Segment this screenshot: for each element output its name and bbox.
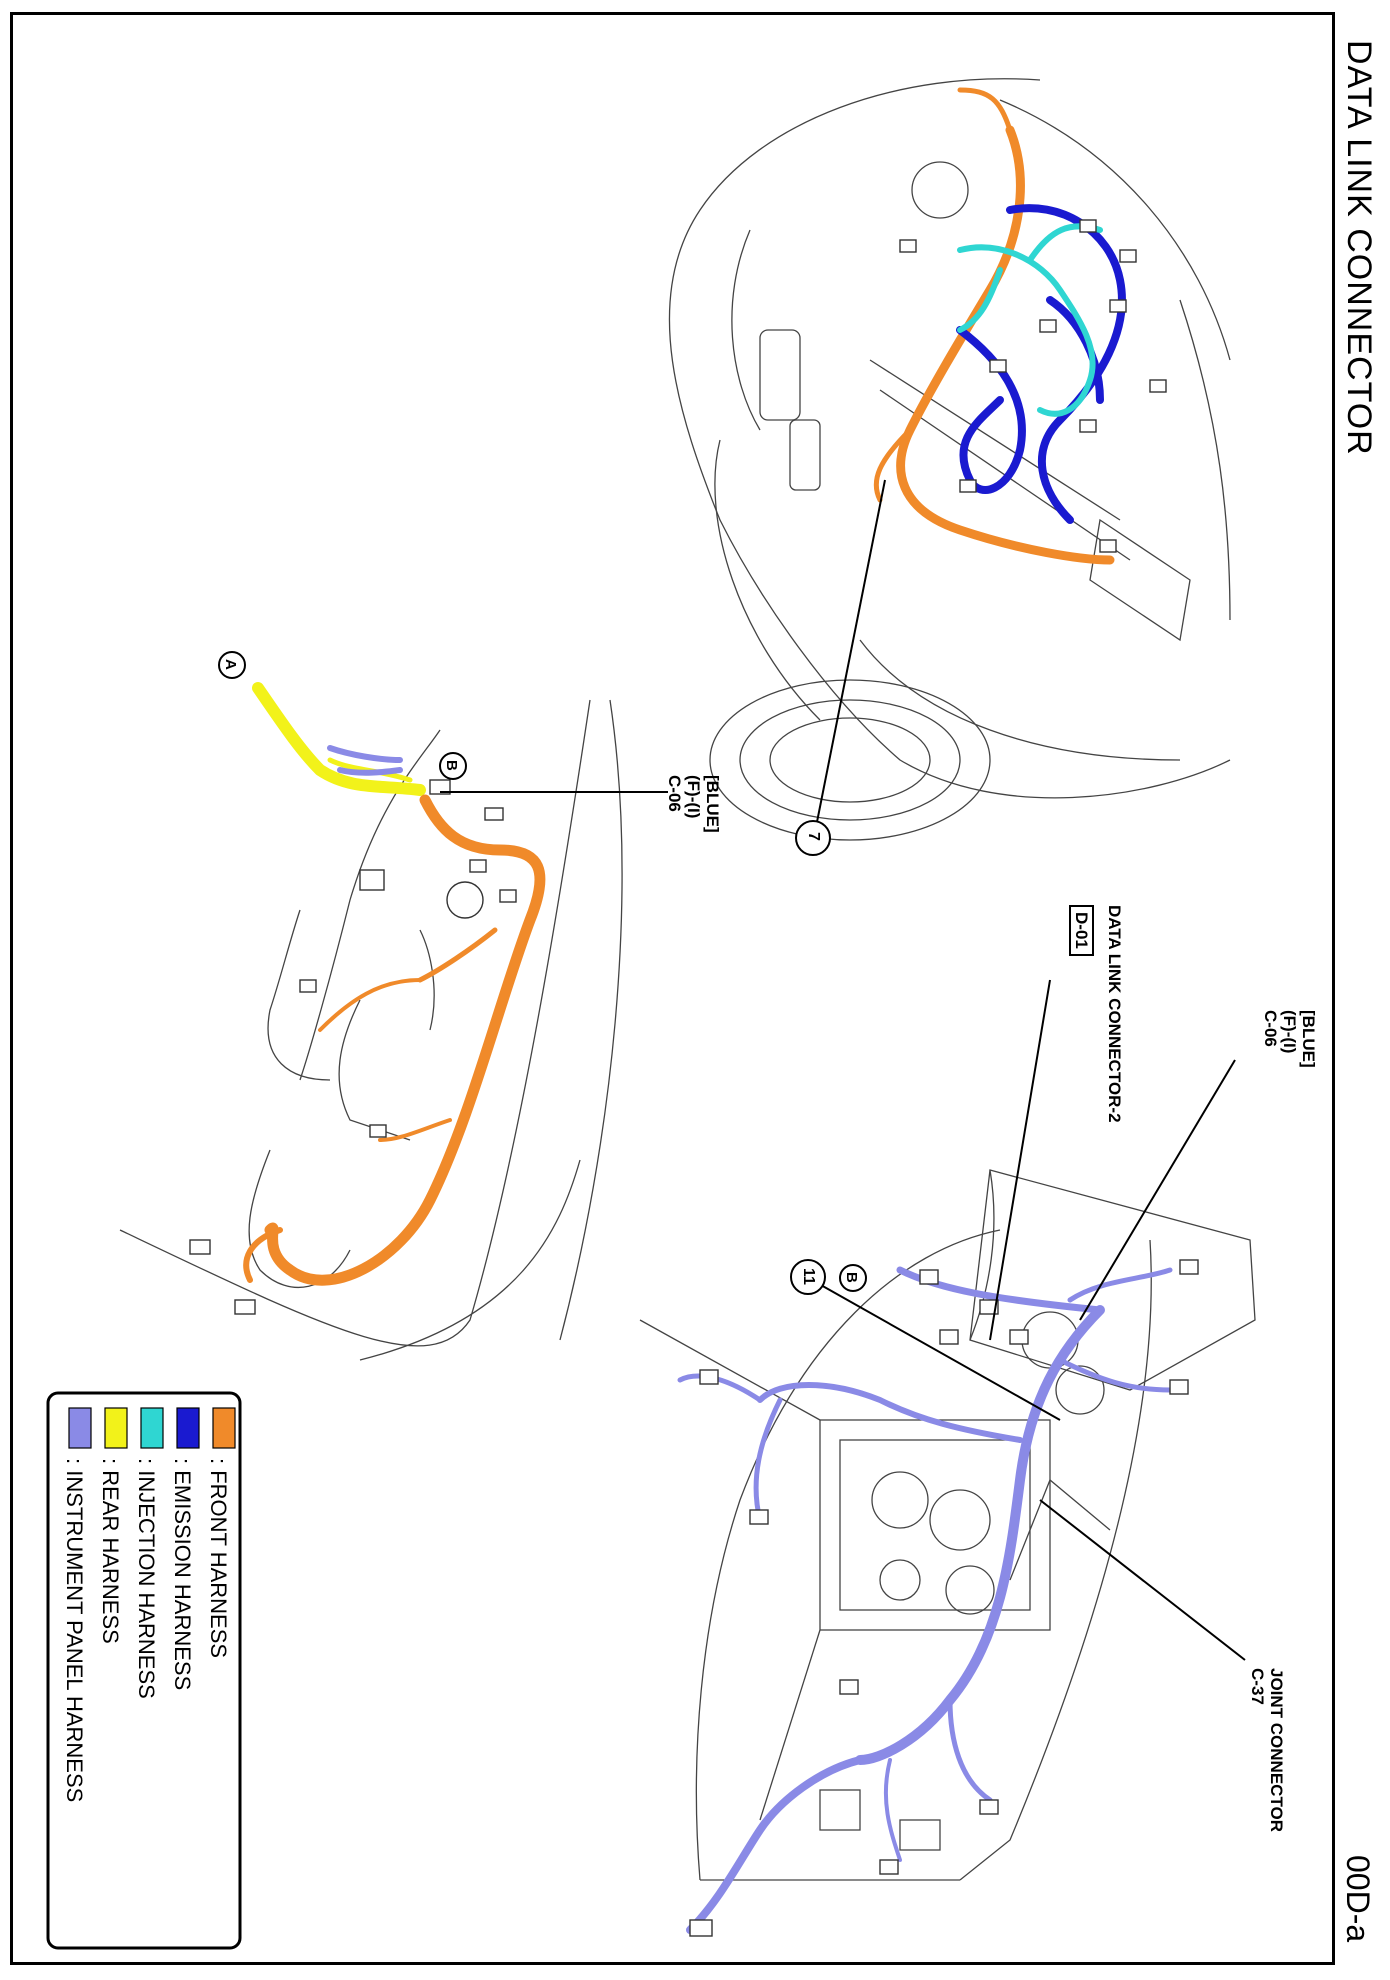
legend-label-rear: : REAR HARNESS xyxy=(98,1458,123,1644)
engine-bay-drawing xyxy=(668,78,1231,841)
swatch-front xyxy=(212,1407,236,1449)
front-harness-left xyxy=(243,794,546,1286)
engine-harness-front xyxy=(873,87,1115,565)
ip-connectors xyxy=(689,1259,1199,1937)
ip-leader-lines xyxy=(811,979,1246,1661)
marker-b-right: B xyxy=(843,1272,860,1283)
engine-harness-emission xyxy=(956,204,1126,524)
rear-harness-left xyxy=(252,682,426,796)
callout-dlc-name: DATA LINK CONNECTOR-2 xyxy=(1105,905,1124,1123)
legend-label-emission: : EMISSION HARNESS xyxy=(170,1458,195,1691)
marker-a: A xyxy=(222,659,239,670)
marker-circles xyxy=(218,651,867,1295)
legend-label-ip: : INSTRUMENT PANEL HARNESS xyxy=(62,1458,87,1803)
swatch-ip xyxy=(68,1407,92,1449)
swatch-injection xyxy=(140,1407,164,1449)
legend-box xyxy=(46,1391,242,1950)
marker-b-left: B xyxy=(443,760,460,771)
engine-connectors xyxy=(899,219,1167,553)
front-harness-drawing xyxy=(119,699,623,1361)
front-harness-connectors xyxy=(189,779,517,1315)
engine-harness-injection xyxy=(957,223,1103,417)
instrument-panel-drawing xyxy=(639,1169,1256,1881)
callout-c06-right: [BLUE] (F)-(I) C-06 xyxy=(1261,1010,1318,1068)
legend-label-front: : FRONT HARNESS xyxy=(206,1458,231,1659)
swatch-rear xyxy=(104,1407,128,1449)
page-frame xyxy=(10,12,1335,1965)
legend-swatches xyxy=(68,1407,236,1449)
ip-harness-left xyxy=(327,745,403,776)
leader-line-7 xyxy=(814,479,886,833)
marker-7: 7 xyxy=(805,832,822,841)
swatch-emission xyxy=(176,1407,200,1449)
callout-joint-connector: JOINT CONNECTOR C-37 xyxy=(1248,1668,1286,1833)
ip-harness-main xyxy=(677,1266,1173,1934)
callout-dlc-code: D-01 xyxy=(1069,905,1094,956)
callout-c06-left: [BLUE] (F)-(I) C-06 xyxy=(665,775,722,833)
marker-11: 11 xyxy=(800,1268,817,1285)
legend-label-injection: : INJECTION HARNESS xyxy=(134,1458,159,1699)
